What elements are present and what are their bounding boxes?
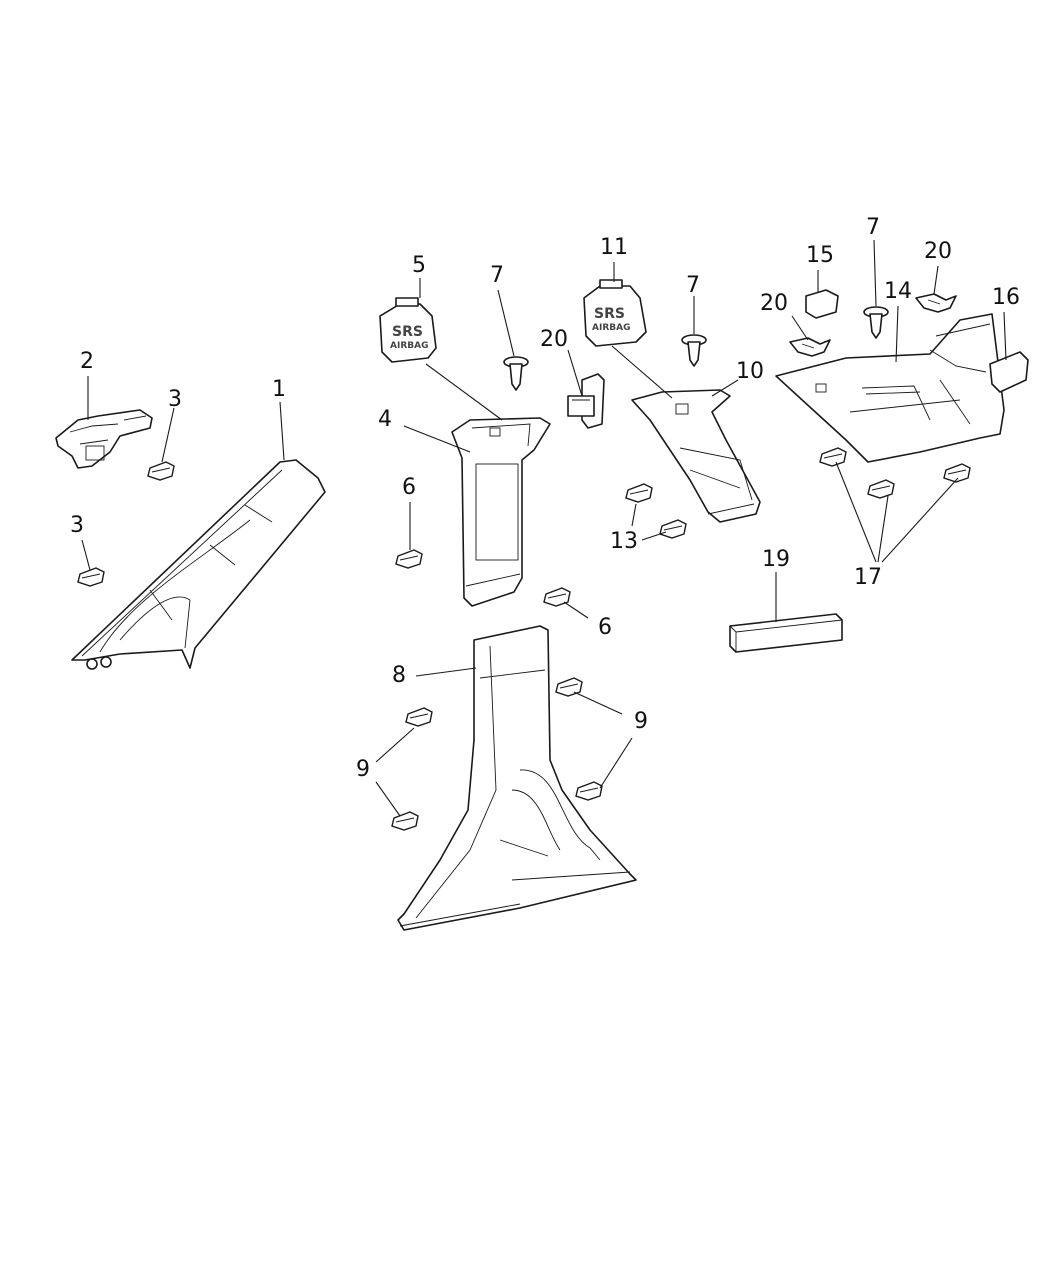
callout-3b: 3 xyxy=(70,513,84,538)
clip-part-17b xyxy=(867,479,895,499)
c-pillar-upper-trim xyxy=(631,389,761,523)
quarter-trim-panel xyxy=(775,313,1005,463)
clip-part-17c xyxy=(943,463,971,483)
clip-part-17a xyxy=(819,447,847,467)
callout-numbers: 1 2 3 3 4 5 6 6 7 7 7 8 9 9 10 11 13 14 … xyxy=(70,215,1020,782)
callout-9a: 9 xyxy=(356,757,370,782)
srs-text-left: SRS xyxy=(392,324,423,340)
a-pillar-trim xyxy=(71,459,326,670)
clip-part-9d xyxy=(575,781,603,801)
callout-5: 5 xyxy=(412,253,426,278)
push-pin-7c xyxy=(863,306,889,339)
push-pin-7b xyxy=(681,334,707,367)
srs-airbag-badge-left: SRS AIRBAG xyxy=(379,297,437,363)
callout-2: 2 xyxy=(80,349,94,374)
callout-15: 15 xyxy=(806,243,834,268)
callout-4: 4 xyxy=(378,407,392,432)
airbag-text-right: AIRBAG xyxy=(592,323,630,333)
clip-part-9c xyxy=(555,677,583,697)
callout-11: 11 xyxy=(600,235,628,260)
foam-block-part-19 xyxy=(729,613,843,653)
retainer-part-20c xyxy=(915,293,957,313)
callout-9b: 9 xyxy=(634,709,648,734)
airbag-text-left: AIRBAG xyxy=(390,341,428,351)
callout-20b: 20 xyxy=(760,291,788,316)
clip-part-6a xyxy=(395,549,423,569)
b-pillar-upper-trim xyxy=(451,417,551,607)
callout-13: 13 xyxy=(610,529,638,554)
callout-10: 10 xyxy=(736,359,764,384)
callout-14: 14 xyxy=(884,279,912,304)
callout-16: 16 xyxy=(992,285,1020,310)
b-pillar-lower-trim xyxy=(397,625,637,931)
srs-text-right: SRS xyxy=(594,306,625,322)
clip-part-13b xyxy=(659,519,687,539)
cap-part-15 xyxy=(805,289,839,319)
callout-20c: 20 xyxy=(924,239,952,264)
srs-airbag-badge-right: SRS AIRBAG xyxy=(583,279,647,347)
clip-part-3a xyxy=(147,461,175,481)
callout-1: 1 xyxy=(272,377,286,402)
cap-part-16 xyxy=(989,351,1029,393)
clip-part-13a xyxy=(625,483,653,503)
callout-19: 19 xyxy=(762,547,790,572)
callout-7c: 7 xyxy=(866,215,880,240)
callout-3a: 3 xyxy=(168,387,182,412)
callout-7b: 7 xyxy=(686,273,700,298)
clip-part-3b xyxy=(77,567,105,587)
retainer-part-20b xyxy=(789,337,831,357)
clip-part-9a xyxy=(405,707,433,727)
push-pin-7a xyxy=(503,356,529,391)
clip-part-9b xyxy=(391,811,419,831)
clip-part-6b xyxy=(543,587,571,607)
leader-lines xyxy=(81,239,1007,817)
callout-20a: 20 xyxy=(540,327,568,352)
bracket-part-2 xyxy=(55,409,153,469)
callout-17: 17 xyxy=(854,565,882,590)
retainer-part-20a xyxy=(567,373,605,429)
callout-6a: 6 xyxy=(402,475,416,500)
callout-7a: 7 xyxy=(490,263,504,288)
callout-6b: 6 xyxy=(598,615,612,640)
callout-8: 8 xyxy=(392,663,406,688)
